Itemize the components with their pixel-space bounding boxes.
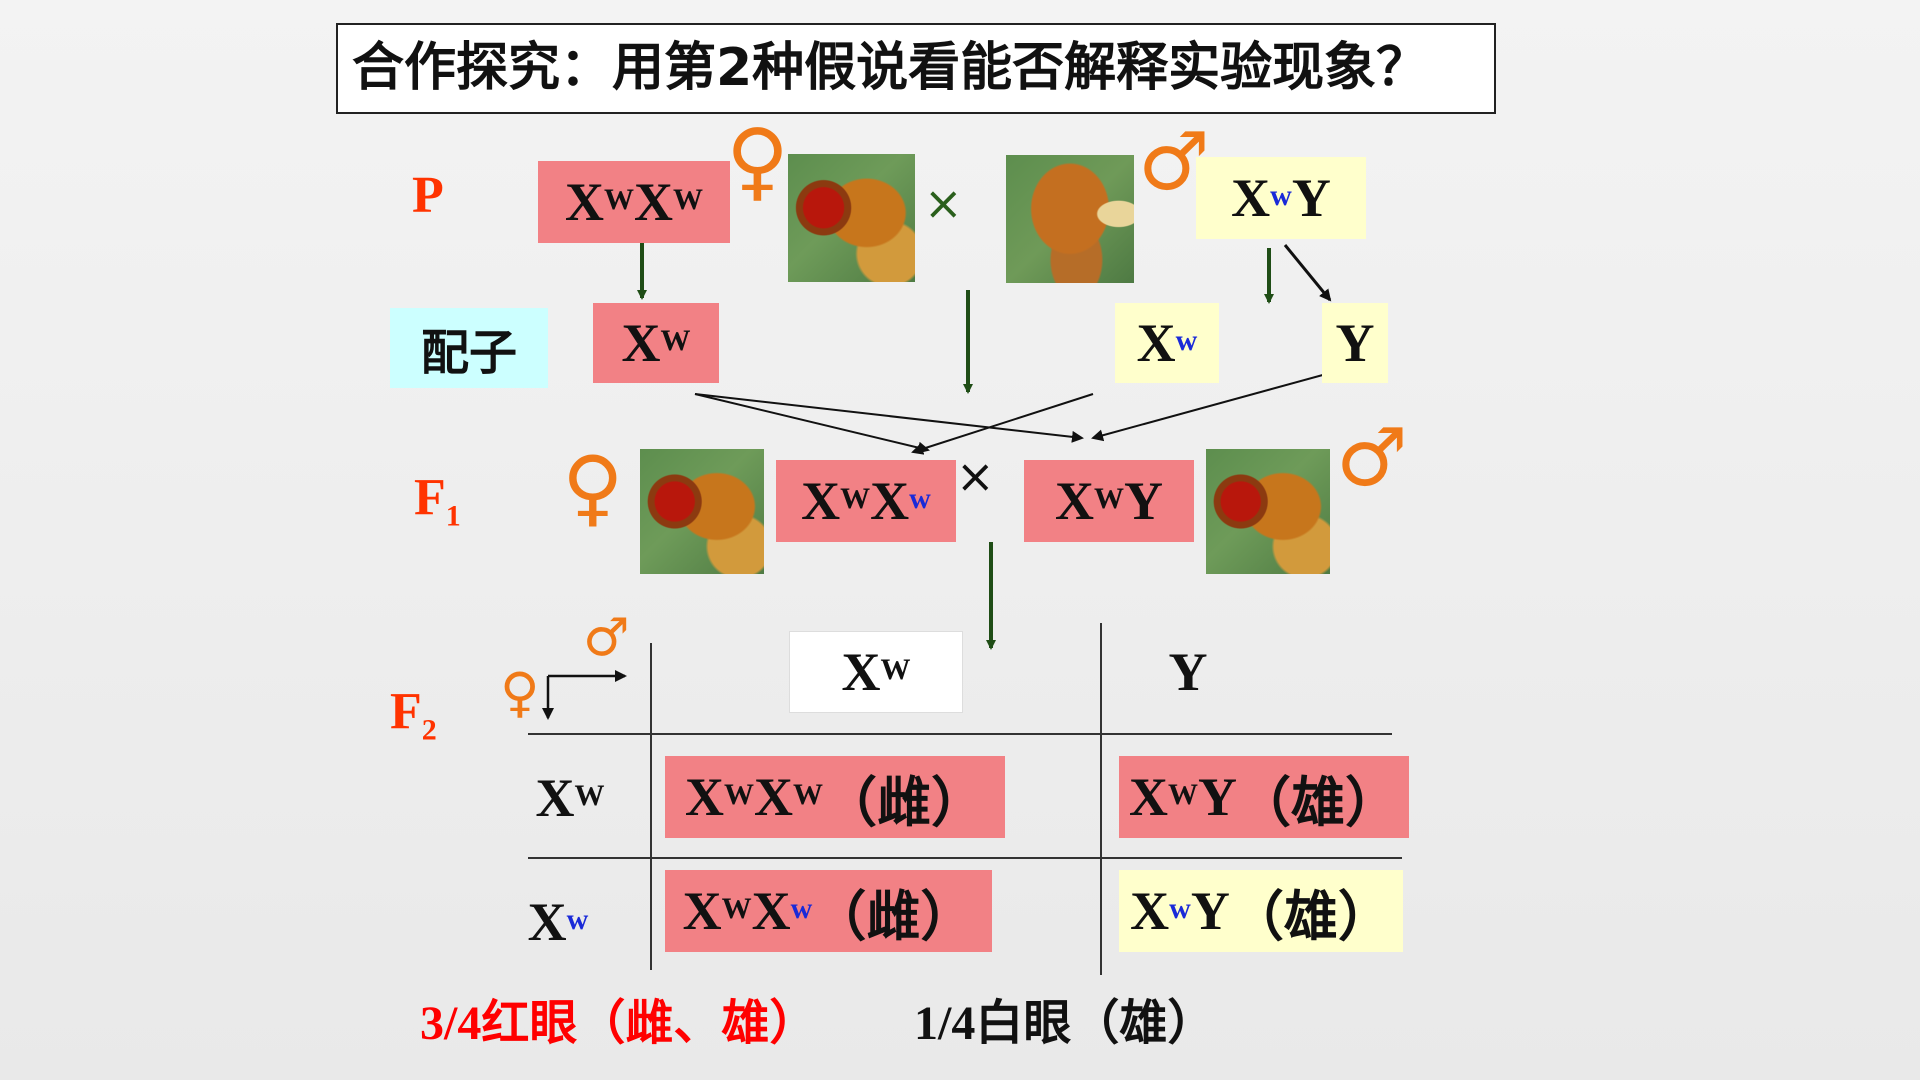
fly-image-f1-female [640,449,764,574]
label-f1: F1 [414,468,461,533]
cross-symbol-f1: × [956,453,995,499]
line-xr-to-f1-female [913,394,1093,452]
line-xw-to-f1-female [695,394,928,450]
fly-image-p-female [788,154,915,282]
cross-symbol-p: × [924,180,963,226]
result-white-eye: 1/4白眼（雄） [914,983,1215,1053]
male-symbol-f2: ♂ [583,612,630,664]
result-red-eye: 3/4红眼（雌、雄） [420,983,817,1053]
male-symbol-f1: ♂ [1336,418,1408,498]
female-symbol: ♀ [726,118,789,204]
label-p: P [412,166,444,225]
label-f2: F2 [390,682,437,747]
fly-image-p-male [1006,155,1134,283]
punnett-header-y: Y [1160,632,1216,712]
gamete-male-y: Y [1322,303,1388,383]
fly-image-f1-male [1206,449,1330,574]
female-symbol-f2: ♀ [500,666,540,720]
female-symbol-f1: ♀ [562,445,624,529]
gamete-label: 配子 [390,308,548,388]
arrow-p-male-to-gamete-y [1285,245,1330,300]
